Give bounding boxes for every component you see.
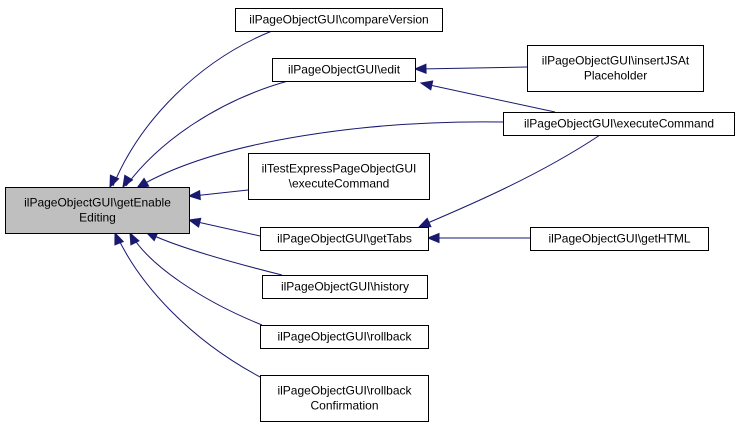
edge-line: [116, 235, 263, 379]
edge-getHTML-to-getTabs: [426, 232, 530, 244]
node-label-line: Placeholder: [584, 69, 647, 83]
node-box[interactable]: [235, 8, 443, 32]
node-box[interactable]: [262, 275, 428, 299]
node-box[interactable]: [272, 58, 416, 82]
arrowhead-icon: [426, 232, 440, 244]
edge-executeCommand-to-edit: [419, 80, 556, 113]
arrowhead-icon: [413, 63, 427, 75]
edge-layer: [109, 30, 601, 379]
arrowhead-icon: [109, 174, 120, 189]
node-label-line: ilPageObjectGUI\getEnable: [24, 196, 171, 210]
arrowhead-icon: [187, 217, 202, 228]
node-label-line: \executeCommand: [289, 177, 390, 191]
edge-compareVersion-to-getEnableEditing: [109, 30, 273, 189]
node-box[interactable]: [260, 325, 429, 349]
node-box[interactable]: [527, 45, 704, 92]
node-layer: ilPageObjectGUI\getEnableEditingilPageOb…: [5, 8, 735, 422]
node-edit[interactable]: ilPageObjectGUI\edit: [272, 58, 416, 82]
edge-line: [418, 66, 528, 70]
node-box[interactable]: [248, 153, 430, 200]
node-rollback[interactable]: ilPageObjectGUI\rollback: [260, 325, 429, 349]
node-getHTML[interactable]: ilPageObjectGUI\getHTML: [530, 227, 709, 251]
edge-insertJSAtPlaceholder-to-edit: [413, 63, 528, 75]
edge-line: [125, 80, 289, 187]
node-label-line: ilPageObjectGUI\history: [281, 280, 409, 294]
node-label-line: ilPageObjectGUI\compareVersion: [249, 13, 428, 27]
edge-executeCommand-to-getTabs: [417, 134, 601, 228]
node-box[interactable]: [503, 112, 735, 136]
node-label-line: Confirmation: [310, 399, 378, 413]
node-compareVersion[interactable]: ilPageObjectGUI\compareVersion: [235, 8, 443, 32]
arrowhead-icon: [114, 231, 125, 246]
edge-line: [192, 189, 249, 197]
arrowhead-icon: [417, 217, 432, 228]
node-getTabs[interactable]: ilPageObjectGUI\getTabs: [260, 227, 429, 251]
edge-line: [131, 235, 263, 326]
edge-testExpressExecuteCommand-to-getEnableEditing: [187, 189, 249, 201]
node-testExpressExecuteCommand[interactable]: ilTestExpressPageObjectGUI\executeComman…: [248, 153, 430, 200]
edge-getTabs-to-getEnableEditing: [187, 217, 261, 237]
arrowhead-icon: [187, 189, 201, 201]
arrowhead-icon: [129, 231, 140, 246]
node-label-line: ilPageObjectGUI\rollback: [277, 384, 412, 398]
node-box[interactable]: [260, 227, 429, 251]
node-label-line: Editing: [79, 211, 116, 225]
edge-line: [139, 121, 504, 187]
node-box[interactable]: [5, 187, 190, 234]
node-label-line: ilPageObjectGUI\rollback: [277, 330, 412, 344]
node-label-line: ilTestExpressPageObjectGUI: [262, 162, 417, 176]
node-history[interactable]: ilPageObjectGUI\history: [262, 275, 428, 299]
node-label-line: ilPageObjectGUI\insertJSAt: [542, 54, 690, 68]
node-label-line: ilPageObjectGUI\executeCommand: [524, 117, 714, 131]
node-executeCommand[interactable]: ilPageObjectGUI\executeCommand: [503, 112, 735, 136]
edge-rollbackConfirmation-to-getEnableEditing: [114, 231, 263, 379]
node-label-line: ilPageObjectGUI\getHTML: [548, 232, 690, 246]
edge-line: [149, 233, 283, 276]
arrowhead-icon: [122, 174, 134, 189]
edge-line: [422, 134, 601, 226]
edge-edit-to-getEnableEditing: [122, 80, 289, 189]
node-box[interactable]: [530, 227, 709, 251]
edge-line: [112, 30, 273, 187]
node-label-line: ilPageObjectGUI\getTabs: [277, 232, 412, 246]
node-label-line: ilPageObjectGUI\edit: [288, 63, 401, 77]
edge-rollback-to-getEnableEditing: [129, 231, 263, 326]
arrowhead-icon: [135, 177, 150, 189]
arrowhead-icon: [419, 80, 434, 91]
edge-line: [192, 220, 261, 237]
edge-line: [424, 83, 556, 113]
node-box[interactable]: [260, 375, 429, 422]
